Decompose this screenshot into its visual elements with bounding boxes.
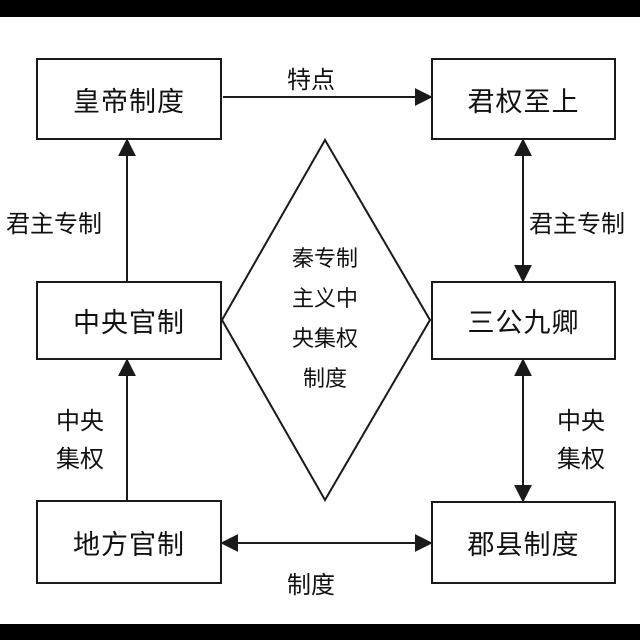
label-left-centralization-line1: 中央 (56, 407, 104, 435)
label-right-centralization-line2: 集权 (557, 445, 605, 473)
center-title: 秦专制 主义中 央集权 制度 (275, 240, 375, 400)
bottom-border-band (0, 624, 640, 640)
label-right-autocracy: 君主专制 (529, 210, 625, 238)
label-right-centralization-line1: 中央 (557, 407, 605, 435)
box-supreme-monarch: 君权至上 (431, 58, 616, 140)
label-left-centralization: 中央 集权 (50, 402, 110, 478)
center-title-line2: 主义中 (291, 287, 358, 312)
label-right-centralization: 中央 集权 (551, 402, 611, 478)
label-system: 制度 (287, 571, 335, 599)
box-local-officials: 地方官制 (36, 500, 222, 584)
box-three-dukes-nine-ministers: 三公九卿 (431, 281, 616, 360)
center-title-line3: 央集权 (291, 327, 358, 352)
center-title-line4: 制度 (302, 367, 347, 392)
top-border-band (0, 0, 640, 17)
label-left-autocracy: 君主专制 (6, 210, 102, 238)
center-diamond (220, 138, 432, 502)
center-title-line1: 秦专制 (291, 247, 358, 272)
box-emperor-system: 皇帝制度 (36, 58, 222, 140)
label-characteristic: 特点 (287, 66, 335, 94)
box-commandery-county: 郡县制度 (431, 501, 616, 584)
label-left-centralization-line2: 集权 (56, 445, 104, 473)
box-central-officials: 中央官制 (36, 281, 222, 360)
